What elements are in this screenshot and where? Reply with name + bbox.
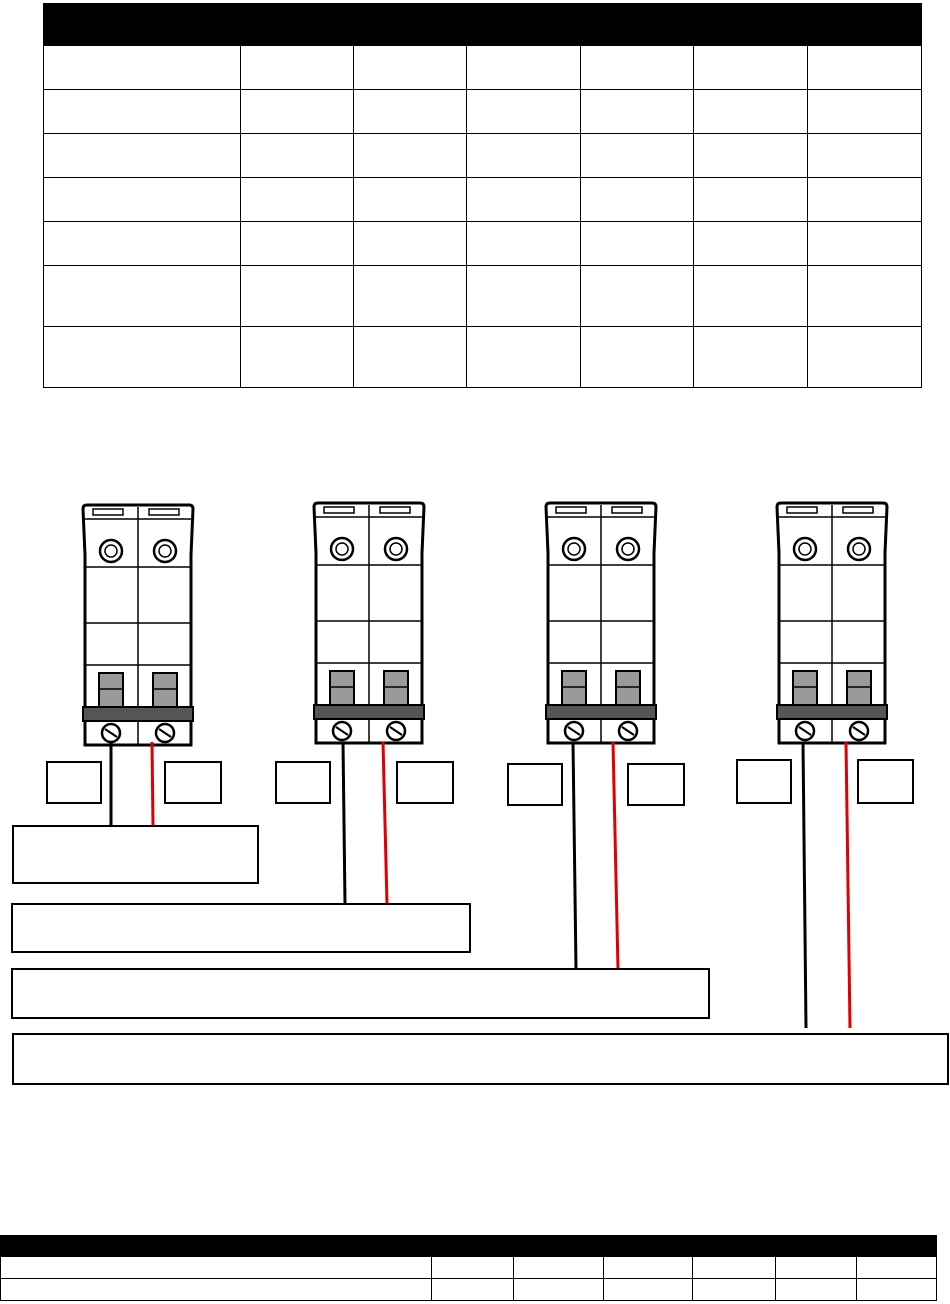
- table-cell: [43, 133, 241, 178]
- table-cell: [240, 326, 354, 388]
- table-cell: [693, 177, 808, 222]
- table-row: [43, 133, 923, 178]
- table-cell: [806, 89, 923, 134]
- table-row: [43, 89, 923, 134]
- table-cell: [466, 89, 581, 134]
- table-row: [43, 265, 923, 327]
- bottom-table: [0, 1235, 938, 1301]
- table-cell: [353, 326, 467, 388]
- table-cell: [466, 326, 581, 388]
- table-cell: [513, 1256, 604, 1279]
- table-cell: [0, 1256, 432, 1279]
- table-row: [0, 1278, 938, 1301]
- table-row: [43, 326, 923, 388]
- table-cell: [240, 265, 354, 327]
- bottom-table-header-row: [0, 1235, 938, 1257]
- table-cell: [431, 1256, 514, 1279]
- table-cell: [43, 221, 241, 266]
- table-cell: [43, 326, 241, 388]
- breaker-4-left-label-box: [736, 759, 792, 804]
- breaker-1-positive-wire: [150, 741, 155, 827]
- table-cell: [855, 1278, 938, 1301]
- table-cell: [775, 1256, 857, 1279]
- table-cell: [353, 89, 467, 134]
- breaker-2-positive-wire: [381, 741, 389, 905]
- table-cell: [806, 45, 923, 90]
- breaker-3-negative-wire: [571, 741, 578, 970]
- table-cell: [513, 1278, 604, 1301]
- table-cell: [693, 89, 808, 134]
- destination-box-1: [12, 825, 259, 884]
- table-cell: [693, 265, 808, 327]
- table-cell: [466, 221, 581, 266]
- breaker-4-negative-wire: [801, 741, 808, 1029]
- table-cell: [692, 1278, 776, 1301]
- breaker-3-left-label-box: [507, 763, 563, 806]
- breaker-2: [312, 501, 426, 745]
- breaker-1: [81, 503, 195, 747]
- table-row: [43, 45, 923, 90]
- table-cell: [466, 45, 581, 90]
- breaker-3-positive-wire: [611, 741, 620, 970]
- table-cell: [855, 1256, 938, 1279]
- table-cell: [806, 221, 923, 266]
- breaker-1-right-label-box: [164, 761, 222, 804]
- breaker-4: [775, 501, 889, 745]
- table-row: [0, 1256, 938, 1279]
- table-cell: [693, 326, 808, 388]
- breaker-2-right-label-box: [396, 761, 454, 804]
- table-cell: [240, 133, 354, 178]
- table-cell: [353, 221, 467, 266]
- table-cell: [603, 1256, 693, 1279]
- table-cell: [0, 1278, 432, 1301]
- table-cell: [603, 1278, 693, 1301]
- table-cell: [692, 1256, 776, 1279]
- breaker-4-positive-wire: [844, 741, 852, 1029]
- header-cell-merged: [0, 1235, 938, 1257]
- table-cell: [775, 1278, 857, 1301]
- table-cell: [806, 326, 923, 388]
- table-cell: [580, 326, 694, 388]
- breaker-2-left-label-box: [275, 761, 331, 804]
- breaker-3: [544, 501, 658, 745]
- table-cell: [431, 1278, 514, 1301]
- table-cell: [240, 89, 354, 134]
- table-cell: [43, 265, 241, 327]
- destination-box-2: [11, 903, 471, 953]
- breaker-4-right-label-box: [857, 759, 914, 804]
- destination-box-3: [11, 968, 710, 1019]
- table-cell: [806, 265, 923, 327]
- table-cell: [580, 45, 694, 90]
- table-row: [43, 221, 923, 266]
- header-cell: [43, 3, 241, 46]
- table-cell: [240, 45, 354, 90]
- breaker-2-negative-wire: [341, 741, 347, 905]
- table-cell: [353, 45, 467, 90]
- table-cell: [353, 133, 467, 178]
- destination-box-4: [12, 1033, 949, 1085]
- table-cell: [693, 45, 808, 90]
- breaker-3-right-label-box: [627, 763, 685, 806]
- breaker-1-left-label-box: [46, 761, 102, 804]
- top-table: [43, 3, 923, 388]
